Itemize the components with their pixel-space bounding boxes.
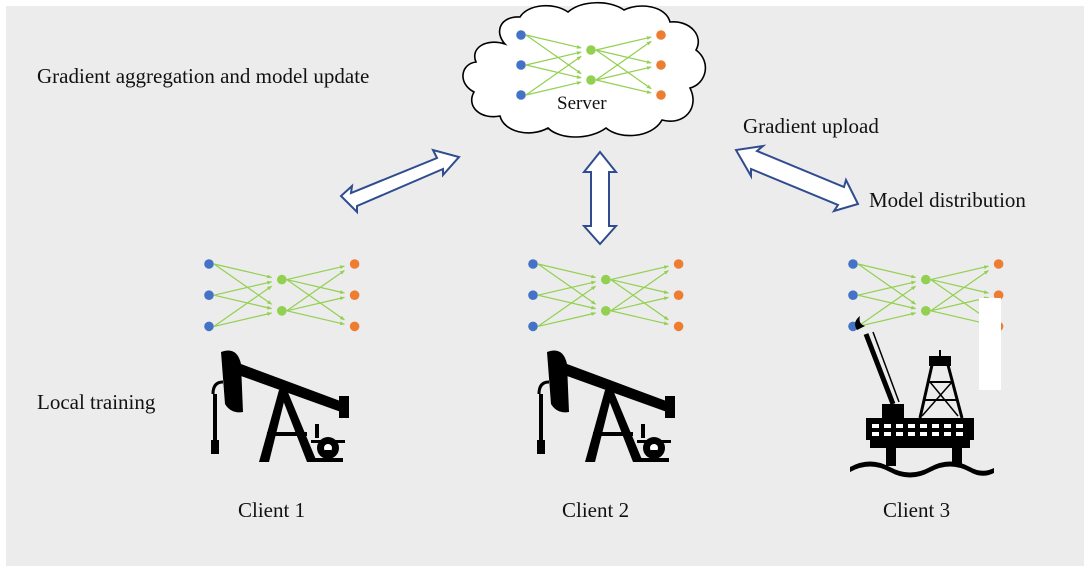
client-3-label: Client 3 <box>883 498 951 522</box>
output-node <box>656 90 666 100</box>
input-node <box>528 321 538 332</box>
hidden-node <box>277 306 287 316</box>
double-arrow-client3-server <box>734 144 860 213</box>
client-2-label: Client 2 <box>562 498 630 522</box>
output-node <box>349 290 360 301</box>
double-arrow-client2-server <box>581 150 619 246</box>
hidden-node <box>277 274 287 285</box>
input-node <box>516 90 526 100</box>
double-arrow-client1-server <box>339 148 461 215</box>
output-node <box>349 321 360 332</box>
aggregation-label: Gradient aggregation and model update <box>37 64 370 88</box>
output-node <box>656 60 666 70</box>
gradient-upload-label: Gradient upload <box>743 114 879 138</box>
input-node <box>516 60 526 70</box>
output-node <box>993 290 1004 301</box>
server-label: Server <box>557 93 607 114</box>
input-node <box>204 259 214 269</box>
output-node <box>673 290 684 301</box>
output-node <box>656 30 666 40</box>
input-node <box>848 290 858 301</box>
hidden-node <box>586 75 596 85</box>
output-node <box>993 259 1004 269</box>
client-1-label: Client 1 <box>238 498 306 522</box>
hidden-node <box>921 306 931 316</box>
offshore-platform-icon <box>850 316 994 478</box>
hidden-node <box>601 306 611 316</box>
local-training-label: Local training <box>37 390 156 414</box>
hidden-node <box>601 274 611 285</box>
output-node <box>349 259 360 269</box>
input-node <box>528 290 538 301</box>
input-node <box>528 259 538 269</box>
output-node <box>673 259 684 269</box>
input-node <box>204 321 214 332</box>
white-patch <box>979 298 1001 390</box>
input-node <box>848 259 858 269</box>
input-node <box>516 30 526 40</box>
model-distribution-label: Model distribution <box>869 188 1026 212</box>
hidden-node <box>586 45 596 55</box>
input-node <box>204 290 214 301</box>
hidden-node <box>921 274 931 285</box>
neural-network-icons <box>204 30 1004 332</box>
output-node <box>673 321 684 332</box>
